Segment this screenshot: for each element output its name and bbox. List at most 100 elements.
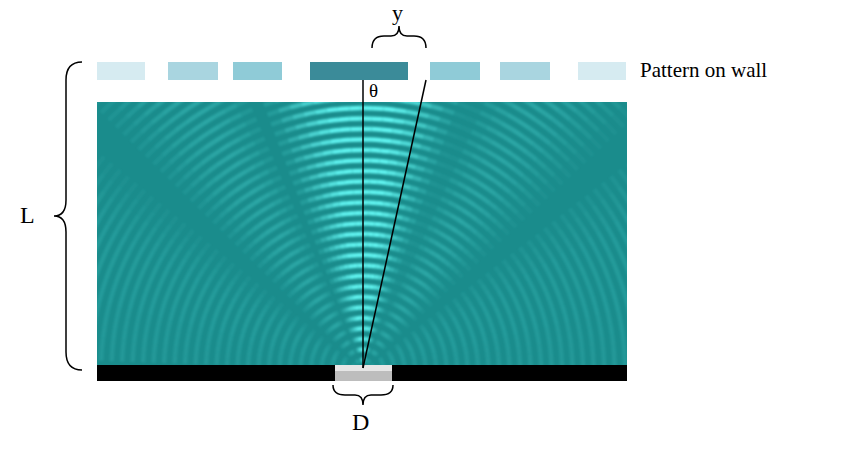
wavefront xyxy=(418,234,424,237)
wavefront xyxy=(394,281,398,282)
wavefront xyxy=(283,244,288,247)
wavefront xyxy=(527,347,532,354)
wavefront xyxy=(480,301,483,306)
wavefront xyxy=(337,290,341,291)
wavefront xyxy=(272,343,273,347)
wavefront xyxy=(183,356,188,364)
wavefront xyxy=(428,275,432,278)
wavefront xyxy=(101,253,106,264)
wavefront xyxy=(347,352,352,357)
wavefront xyxy=(354,348,359,353)
wavefront xyxy=(245,143,255,148)
wavefront xyxy=(394,120,405,122)
wavefront xyxy=(325,319,327,321)
wavefront xyxy=(152,114,163,123)
wavefront xyxy=(372,351,377,356)
wavefront xyxy=(336,225,342,226)
wavefront xyxy=(381,222,387,227)
wavefront xyxy=(360,316,362,321)
wavefront xyxy=(576,111,587,121)
wavefront xyxy=(309,266,314,268)
wavefront xyxy=(451,337,452,341)
wavefront xyxy=(317,344,318,346)
wavefront xyxy=(309,133,319,135)
wavefront xyxy=(130,266,134,276)
wavefront xyxy=(110,257,115,268)
wavefront xyxy=(225,315,227,321)
wavefront xyxy=(359,295,362,300)
wavefront xyxy=(378,357,383,362)
wavefront xyxy=(500,171,509,177)
wavefront xyxy=(123,210,130,220)
wavefront xyxy=(217,281,221,287)
wavefront xyxy=(352,306,355,311)
wavefront xyxy=(344,297,347,302)
wavefront xyxy=(565,102,577,111)
wavefront xyxy=(283,317,285,320)
wavefront xyxy=(366,295,369,300)
wavefront xyxy=(190,244,195,251)
wavefront xyxy=(327,238,333,239)
wavefront xyxy=(337,180,345,185)
wavefront xyxy=(318,324,320,326)
wavefront xyxy=(522,318,524,325)
wavefront xyxy=(266,230,272,234)
wavefront xyxy=(277,307,280,311)
wavefront xyxy=(421,325,423,328)
wavefront xyxy=(155,335,156,344)
wavefront xyxy=(312,332,314,334)
wavefront xyxy=(616,300,619,311)
wavefront xyxy=(417,338,418,340)
wavefront xyxy=(324,249,329,251)
wavefront xyxy=(391,314,393,315)
wavefront xyxy=(306,123,317,125)
wavefront xyxy=(517,305,520,312)
wavefront xyxy=(348,211,355,216)
wavefront xyxy=(426,192,434,195)
wavefront xyxy=(474,291,477,296)
wavefront xyxy=(532,198,539,206)
wavefront xyxy=(450,333,452,337)
wavefront xyxy=(117,307,120,318)
wavefront xyxy=(524,293,527,300)
wavefront xyxy=(331,141,341,142)
wavefront xyxy=(512,273,516,280)
wavefront xyxy=(476,122,487,127)
wavefront xyxy=(477,169,486,174)
wavefront xyxy=(348,351,353,356)
wavefront xyxy=(299,135,309,138)
wavefront xyxy=(241,157,250,162)
wavefront xyxy=(191,194,199,201)
wavefront xyxy=(502,124,513,130)
wavefront xyxy=(396,345,397,346)
wavefront xyxy=(461,333,463,337)
wavefront xyxy=(260,171,269,175)
wavefront xyxy=(496,157,505,163)
wavefront xyxy=(113,187,121,198)
wavefront xyxy=(379,359,384,364)
wavefront xyxy=(486,312,488,317)
wavefront xyxy=(508,115,519,122)
wavefront xyxy=(243,180,251,185)
wave-field xyxy=(97,102,627,365)
wavefront xyxy=(410,254,415,256)
wavefront xyxy=(609,253,614,264)
wavefront xyxy=(438,334,440,337)
wavefront xyxy=(618,275,622,286)
wavefront xyxy=(322,337,323,339)
wavefront xyxy=(440,153,449,157)
wavefront xyxy=(495,351,500,357)
wavefront xyxy=(179,288,182,296)
wavefront xyxy=(353,295,356,300)
wavefront xyxy=(286,206,293,209)
wavefront xyxy=(391,291,394,292)
wavefront xyxy=(561,168,570,177)
wavefront xyxy=(341,361,346,365)
wavefront xyxy=(523,137,533,144)
wavefront xyxy=(234,199,241,205)
wavefront xyxy=(370,364,375,365)
wavefront xyxy=(507,362,512,365)
wavefront xyxy=(279,349,284,353)
wavefront xyxy=(140,303,143,313)
wavefront xyxy=(400,228,406,230)
